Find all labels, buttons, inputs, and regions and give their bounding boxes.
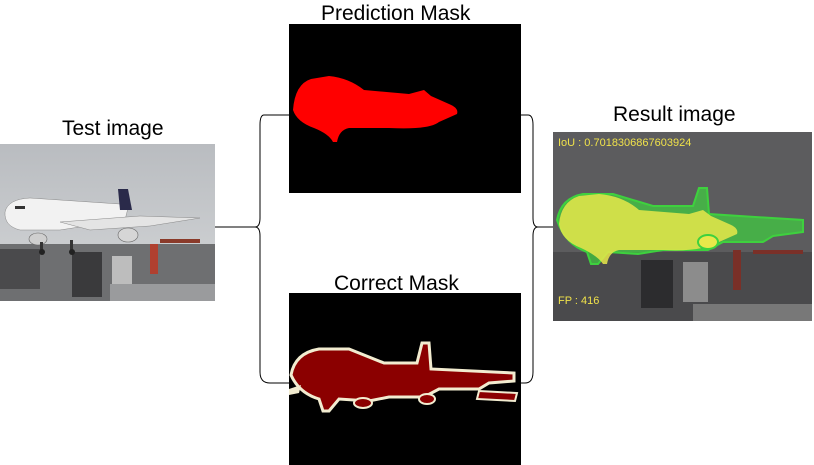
airplane-shape [4,189,201,255]
result-image: IoU : 0.7018306867603924 FP : 416 [553,132,812,321]
iou-readout: IoU : 0.7018306867603924 [558,137,692,149]
result-image-label: Result image [613,103,736,126]
correct-mask-image [289,293,521,465]
test-image-photo [0,144,215,301]
test-image-label: Test image [62,117,164,140]
prediction-mask-image [289,24,521,193]
correct-mask-label: Correct Mask [334,272,459,295]
prediction-mask-shape [293,76,458,142]
result-prediction-overlay [559,194,738,264]
correct-mask-shape [289,341,519,413]
fp-readout: FP : 416 [558,295,600,307]
prediction-mask-label: Prediction Mask [321,2,471,25]
